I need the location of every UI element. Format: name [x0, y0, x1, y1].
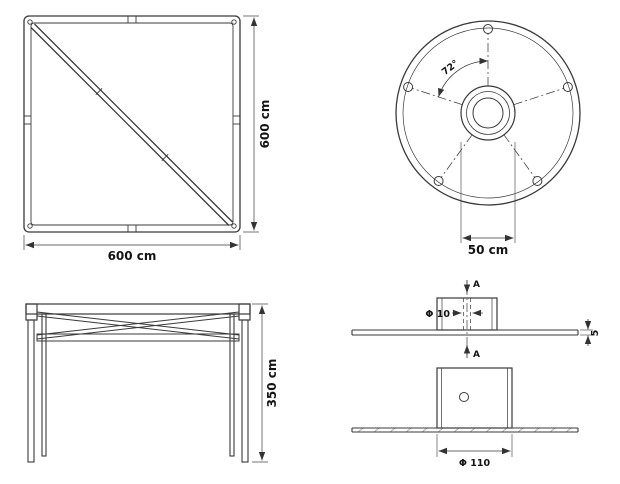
angle-label: 72°: [440, 58, 461, 78]
cross-braces: [36, 311, 240, 340]
flange-top-view: [395, 20, 581, 206]
angle-dimension-arc: [438, 57, 489, 98]
hub-outer-circle: [460, 85, 516, 141]
plate-front-profile: [351, 427, 579, 433]
diagonal-brace: [30, 23, 233, 226]
corner-bracket-right: [238, 303, 251, 321]
lower-rail: [36, 333, 240, 342]
frame-front-height-dimension: [252, 303, 268, 463]
frame-front-view: [25, 303, 251, 463]
anchor-plate-front-view: [351, 367, 579, 457]
frame-inner-tube: [30, 22, 234, 226]
tube-joint-ticks: [24, 16, 240, 232]
frame-width-label: 600 cm: [108, 249, 157, 263]
hub-mid-circle: [466, 91, 510, 135]
flange-outer-circle: [395, 20, 581, 206]
anchor-tube-front: [436, 367, 513, 429]
bolt-hole-front: [459, 392, 469, 402]
plate-hatch: [357, 427, 572, 433]
anchor-plate-section-view: [351, 280, 593, 358]
spoke-centerlines: [412, 33, 564, 178]
thickness-dimension: [580, 319, 593, 346]
flange-diameter-dimension: [460, 142, 516, 243]
frame-outer-tube: [23, 15, 241, 233]
flange-rim-circle: [402, 27, 574, 199]
plate-thickness-label: 5: [590, 330, 601, 337]
base-diameter-dimension: [436, 434, 513, 457]
frame-height-label: 600 cm: [258, 100, 272, 149]
frame-top-view: [23, 15, 241, 233]
frame-width-dimension: [23, 235, 241, 250]
plate-side-profile: [351, 329, 579, 336]
base-diameter-label: Φ 110: [459, 458, 491, 469]
frame-height-dimension: [243, 15, 259, 233]
hidden-hole-lines: [463, 298, 471, 330]
legs: [27, 313, 249, 463]
flange-diameter-label: 50 cm: [468, 243, 509, 257]
section-label-bottom: A: [473, 350, 480, 360]
hub-inner-circle: [472, 97, 504, 129]
section-label-top: A: [473, 280, 480, 290]
corner-screws: [27, 19, 237, 229]
bolt-holes: [403, 24, 573, 186]
frame-front-height-label: 350 cm: [265, 359, 279, 408]
hole-diameter-label: Φ 10: [425, 309, 450, 320]
corner-bracket-left: [25, 303, 38, 321]
top-beam: [25, 303, 251, 315]
